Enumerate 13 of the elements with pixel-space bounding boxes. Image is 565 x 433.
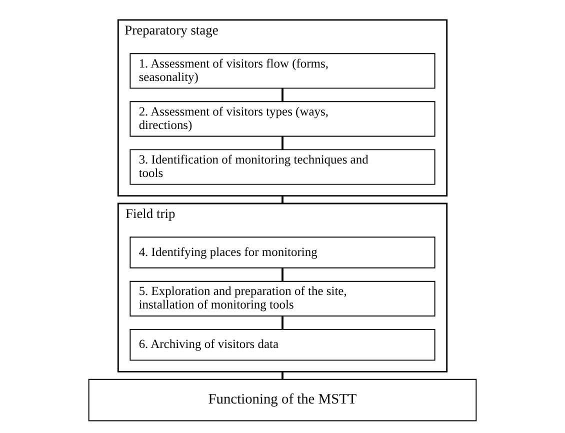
connector [282, 136, 284, 150]
connector [282, 372, 284, 380]
node-box: 5. Exploration and preparation of the site, installation of monitoring tools [130, 280, 436, 316]
connector [282, 268, 284, 282]
connector [282, 316, 284, 330]
connector [282, 88, 284, 102]
node-box: 6. Archiving of visitors data [130, 328, 436, 361]
node-box: 2. Assessment of visitors types (ways, directions) [130, 101, 436, 137]
node-box: 3. Identification of monitoring techniques and tools [130, 149, 436, 185]
connector [282, 196, 284, 204]
node-box: 1. Assessment of visitors flow (forms, seasonality) [130, 53, 436, 89]
node-box: Functioning of the MSTT [88, 378, 477, 422]
node-box: 4. Identifying places for monitoring [130, 236, 436, 268]
